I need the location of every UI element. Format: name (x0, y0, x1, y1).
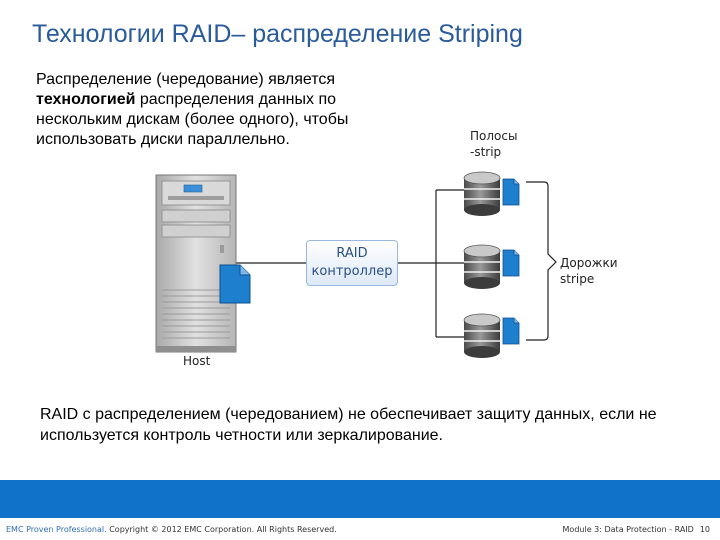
page-number: 10 (699, 525, 710, 534)
host-document-icon (219, 264, 251, 304)
footer: EMC Proven Professional. Copyright © 201… (0, 518, 720, 540)
disk-1-document-icon (502, 178, 520, 206)
raid-controller-box: RAID контроллер (306, 240, 398, 286)
controller-label-line1: RAID (336, 246, 368, 261)
striping-note: RAID с распределением (чередованием) не … (40, 406, 657, 444)
intro-text-prefix: Распределение (чередование) является (36, 71, 336, 88)
connector-lines (236, 189, 464, 338)
disk-3-document-icon (502, 317, 520, 345)
intro-text-bold: технологией (36, 91, 136, 108)
disk-1-icon (463, 171, 501, 216)
strips-label-line2: -strip (470, 145, 502, 159)
footer-brand: EMC Proven Professional. (6, 525, 107, 534)
disk-3-icon (463, 313, 501, 358)
footer-band (0, 480, 720, 518)
host-label: Host (183, 354, 211, 368)
intro-text-suffix: распределения данных по нескольким диска… (36, 91, 349, 148)
stripes-bracket (526, 181, 557, 341)
slide-title: Технологии RAID– распределение Striping (32, 20, 523, 48)
disk-2-document-icon (502, 249, 520, 277)
footer-module-text: Module 3: Data Protection - RAID (562, 525, 694, 534)
host-server-icon (155, 174, 237, 353)
strips-label: Полосы -strip (470, 128, 517, 160)
stripes-label-line2: stripe (560, 272, 595, 286)
footer-copyright-text: Copyright © 2012 EMC Corporation. All Ri… (106, 525, 337, 534)
stripes-label: Дорожки stripe (560, 255, 618, 287)
stripes-label-line1: Дорожки (560, 256, 618, 270)
strips-label-line1: Полосы (470, 129, 518, 143)
intro-paragraph: Распределение (чередование) является тех… (36, 70, 406, 150)
footer-copyright: EMC Proven Professional. Copyright © 201… (6, 525, 337, 534)
footer-module: Module 3: Data Protection - RAID 10 (563, 525, 710, 534)
disk-2-icon (463, 244, 501, 289)
controller-label-line2: контроллер (311, 264, 393, 279)
